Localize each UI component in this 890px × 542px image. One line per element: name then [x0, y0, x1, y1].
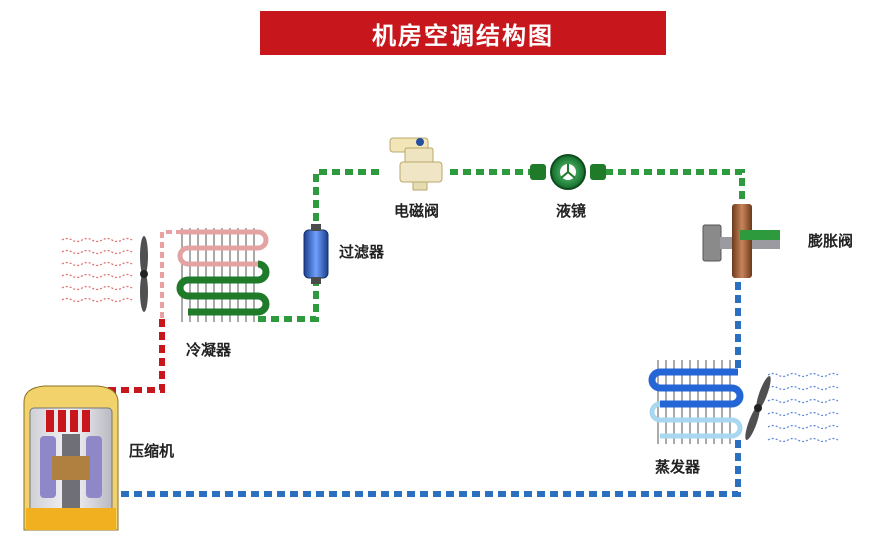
condenser-inlet-pipe	[160, 230, 260, 318]
evaporator-label: 蒸发器	[655, 458, 701, 476]
condenser-fan-icon	[140, 236, 148, 312]
expansion-valve	[702, 204, 780, 278]
hot-gas-discharge-pipe	[108, 318, 165, 393]
evaporator-fan-icon	[745, 375, 771, 441]
diagram-title: 机房空调结构图	[260, 11, 666, 55]
evaporator-cold-air-flow	[767, 372, 839, 443]
filter-drier	[303, 224, 329, 284]
sight-glass-label: 液镜	[556, 202, 587, 220]
liquid-line-pipe	[258, 169, 745, 322]
solenoid-valve-label: 电磁阀	[394, 202, 440, 220]
compressor-label: 压缩机	[129, 442, 175, 460]
filter-drier-label: 过滤器	[339, 243, 385, 261]
solenoid-valve	[389, 137, 443, 191]
condenser-hot-air-flow	[61, 237, 133, 303]
compressor	[23, 385, 119, 531]
expansion-valve-label: 膨胀阀	[808, 232, 854, 250]
condenser-coil	[176, 228, 270, 322]
condenser-label: 冷凝器	[186, 341, 232, 359]
suction-return-pipe	[108, 440, 741, 497]
evaporator-coil	[648, 360, 744, 444]
sight-glass	[530, 154, 606, 190]
